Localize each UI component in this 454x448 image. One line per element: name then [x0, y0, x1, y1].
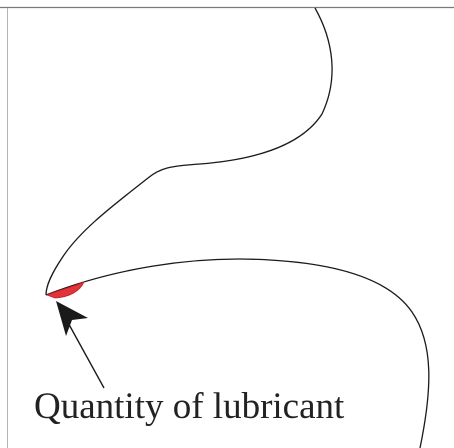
- inner-contour: [45, 258, 430, 448]
- arrow-pointer-icon: [56, 301, 105, 389]
- outer-contour: [45, 7, 333, 296]
- lubricant-label: Quantity of lubricant: [34, 386, 345, 427]
- lubricant-meniscus: [45, 281, 85, 299]
